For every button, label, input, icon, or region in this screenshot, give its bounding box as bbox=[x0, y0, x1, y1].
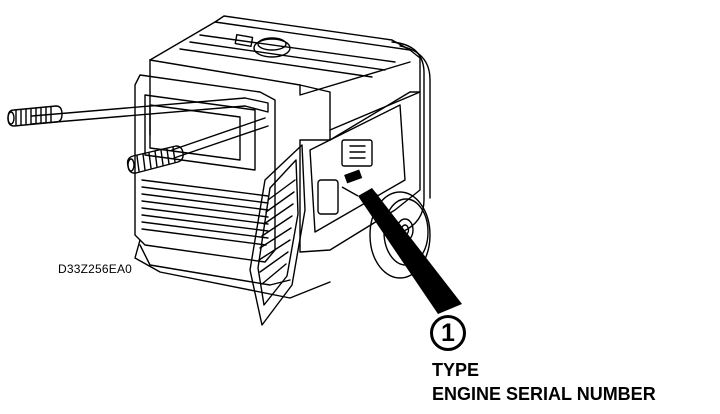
callout-label-type: TYPE bbox=[432, 360, 480, 380]
figure-reference-code: D33Z256EA0 bbox=[58, 262, 133, 276]
leader-arrow bbox=[358, 188, 462, 314]
right-handle-bar bbox=[171, 117, 269, 159]
callout-number-badge: 1 bbox=[430, 315, 466, 351]
generator-housing bbox=[134, 15, 421, 286]
callout-label-serial: ENGINE SERIAL NUMBER bbox=[432, 384, 656, 404]
serial-number-plate bbox=[344, 169, 363, 184]
frame bbox=[134, 41, 431, 299]
left-handle-grip bbox=[7, 105, 63, 127]
left-handle-bar bbox=[31, 97, 269, 125]
